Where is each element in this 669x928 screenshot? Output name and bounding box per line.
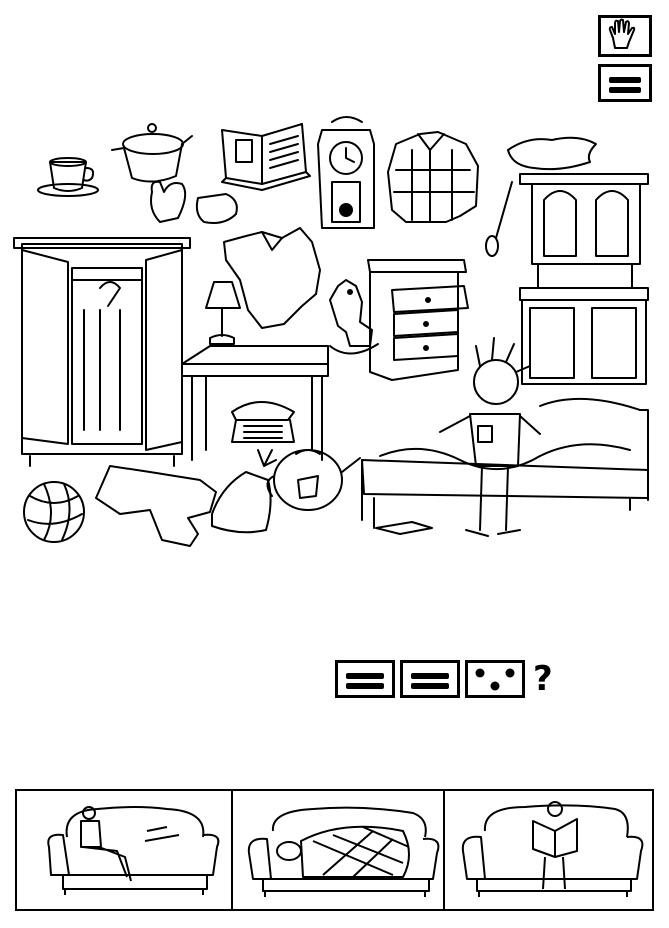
equals-icon (403, 663, 457, 695)
question-mark: ? (533, 659, 553, 699)
bed-icon (361, 397, 649, 535)
three-dots-icon (475, 668, 515, 691)
clothes-icon (95, 465, 217, 547)
cupboard-icon (519, 173, 649, 385)
teacup-icon (37, 157, 99, 197)
option-sleeping[interactable] (231, 791, 445, 909)
telephone-icon (231, 401, 295, 443)
shirt-icon (223, 227, 321, 329)
wardrobe-icon (13, 237, 191, 467)
dresser-icon (367, 259, 469, 381)
hand-icon (608, 18, 636, 49)
hat-icon (211, 449, 277, 534)
boy-icon (439, 337, 541, 537)
table-icon (181, 345, 329, 461)
pillow-icon (507, 136, 597, 171)
clock-icon (317, 116, 375, 229)
room-scene (13, 116, 649, 547)
equals-icon (338, 663, 392, 695)
answer-card-2[interactable] (400, 660, 460, 698)
teapot-icon (266, 449, 361, 511)
options-strip (15, 789, 654, 911)
jacket-icon (387, 131, 479, 223)
equals-card-top[interactable] (598, 64, 652, 102)
option-reading[interactable] (443, 791, 654, 909)
spoon-icon (485, 181, 513, 257)
ball-icon (23, 481, 85, 543)
answer-card-1[interactable] (335, 660, 395, 698)
hand-icon-card[interactable] (598, 15, 652, 57)
equals-bar (609, 87, 641, 93)
lamp-icon (205, 281, 241, 345)
answer-card-3[interactable] (465, 660, 525, 698)
sofa-sleeping-icon (247, 806, 440, 897)
sofa-reading-icon (461, 801, 644, 897)
option-sitting[interactable] (17, 791, 231, 909)
equals-bar (609, 77, 641, 83)
book-icon (221, 123, 311, 191)
sofa-sitting-icon (47, 806, 220, 895)
pot-icon (111, 123, 193, 183)
mitten-icon (150, 180, 238, 224)
